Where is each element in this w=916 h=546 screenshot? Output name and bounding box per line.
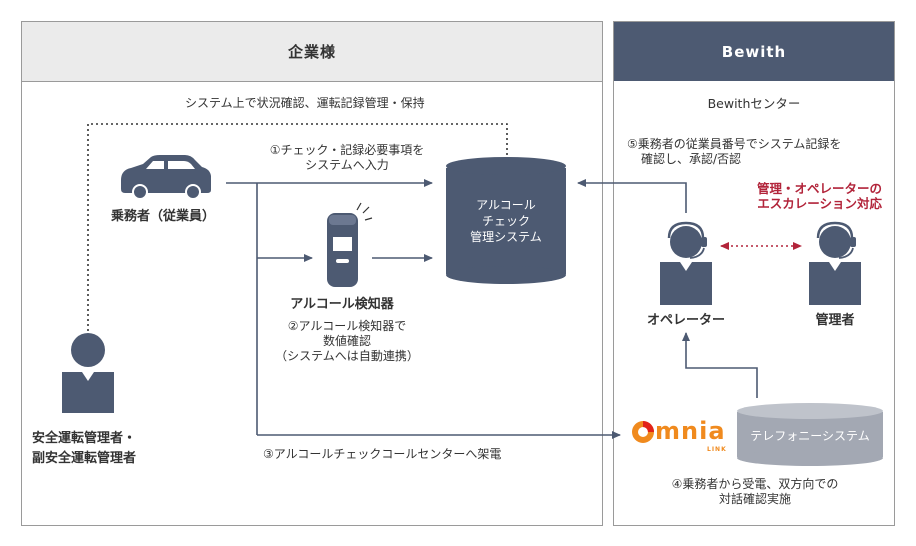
step1-text: ①チェック・記録必要事項を システムへ入力 bbox=[262, 143, 432, 173]
telephony-cylinder-icon bbox=[737, 403, 883, 466]
checker-label: アルコール検知器 bbox=[290, 297, 394, 312]
operator-label: オペレーター bbox=[646, 313, 725, 328]
step2-line1: ②アルコール検知器で bbox=[287, 319, 407, 333]
step2-line2: 数値確認 bbox=[322, 334, 371, 348]
omnia-logo-sub: LINK bbox=[707, 446, 727, 453]
escalation-line2: エスカレーション対応 bbox=[757, 196, 882, 211]
step5-line1: ⑤乗務者の従業員番号でシステム記録を bbox=[627, 137, 842, 151]
company-panel: 企業様 bbox=[21, 21, 603, 526]
system-line2: チェック bbox=[481, 214, 530, 228]
step4-line1: ④乗務者から受電、双方向での bbox=[671, 477, 839, 491]
manager-label-line1: 安全運転管理者・ bbox=[32, 431, 137, 446]
step4-line2: 対話確認実施 bbox=[718, 492, 791, 506]
system-label: アルコール チェック 管理システム bbox=[446, 197, 566, 245]
step3-text: ③アルコールチェックコールセンターへ架電 bbox=[263, 447, 502, 461]
step2-line3: （システムへは自動連携） bbox=[275, 349, 419, 363]
person-icon bbox=[62, 333, 114, 413]
database-cylinder-icon bbox=[446, 157, 566, 284]
bewith-panel-title: Bewith bbox=[614, 22, 894, 81]
step1-line1: ①チェック・記録必要事項を bbox=[269, 143, 425, 157]
car-icon bbox=[121, 155, 211, 200]
headset-admin-icon bbox=[809, 221, 861, 305]
headset-operator-icon bbox=[660, 221, 712, 305]
driver-label: 乗務者（従業員） bbox=[111, 209, 216, 224]
center-title: Bewithセンター bbox=[707, 96, 801, 111]
step1-line2: システムへ入力 bbox=[305, 158, 389, 172]
escalation-text: 管理・オペレーターの エスカレーション対応 bbox=[752, 181, 882, 211]
monitor-dotted-connector bbox=[87, 123, 508, 331]
telephony-to-operator-arrow bbox=[682, 332, 758, 398]
system-line1: アルコール bbox=[476, 198, 536, 212]
omnia-wordmark: mnia LINK bbox=[655, 417, 726, 453]
step4-text: ④乗務者から受電、双方向での 対話確認実施 bbox=[640, 477, 870, 507]
telephony-label: テレフォニーシステム bbox=[750, 429, 870, 443]
omnia-logo-text: mnia bbox=[655, 417, 726, 445]
step2-text: ②アルコール検知器で 数値確認 （システムへは自動連携） bbox=[272, 319, 422, 364]
escalation-line1: 管理・オペレーターの bbox=[756, 181, 882, 196]
company-panel-title: 企業様 bbox=[22, 22, 602, 82]
bewith-panel: Bewith bbox=[613, 21, 895, 526]
admin-label: 管理者 bbox=[815, 313, 855, 328]
approval-arrow bbox=[577, 179, 687, 213]
monitoring-note: システム上で状況確認、運転記録管理・保持 bbox=[185, 96, 425, 110]
manager-label-line2: 副安全運転管理者 bbox=[32, 451, 137, 466]
manager-label: 安全運転管理者・ 副安全運転管理者 bbox=[32, 429, 136, 469]
system-line3: 管理システム bbox=[470, 230, 542, 244]
omnia-link-logo bbox=[632, 421, 654, 443]
driver-flow-lines bbox=[226, 179, 621, 439]
step5-text: ⑤乗務者の従業員番号でシステム記録を 確認し、承認/否認 bbox=[627, 137, 841, 167]
alcohol-checker-icon bbox=[327, 202, 373, 287]
step5-line2: 確認し、承認/否認 bbox=[641, 152, 742, 166]
